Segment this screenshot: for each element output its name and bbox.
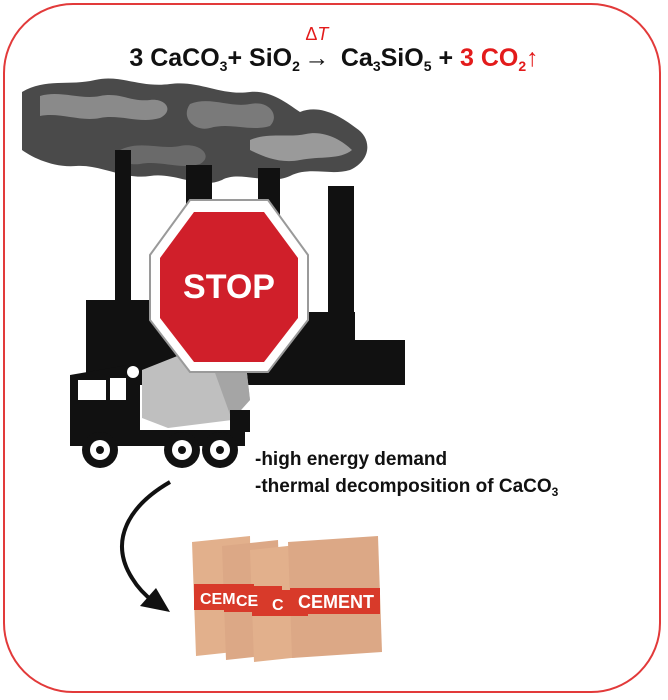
note-decomposition-sub: 3 — [551, 485, 559, 499]
note-decomposition-text: -thermal decomposition of CaCO — [255, 476, 552, 497]
eq-reactant-caco3: CaCO — [150, 44, 220, 72]
heat-t: T — [317, 24, 329, 44]
stop-sign-label: STOP — [183, 268, 275, 306]
note-energy: -high energy demand — [255, 449, 448, 470]
up-arrow-icon: ↑ — [526, 44, 539, 72]
bag-label-4: CEMENT — [298, 592, 374, 612]
eq-product-ca: Ca — [340, 44, 373, 72]
bag-label-2: CE — [236, 593, 259, 610]
eq-product-sio-sub: 5 — [423, 58, 432, 74]
drawbacks-list: -high energy demand -thermal decompositi… — [255, 446, 558, 506]
eq-product-ca-sub: 3 — [372, 58, 381, 74]
bag-label-3: C — [272, 597, 284, 614]
eq-product-co2: 3 CO2↑ — [460, 44, 539, 74]
eq-product-sio: SiO — [380, 44, 424, 72]
eq-plus: + — [227, 44, 243, 72]
eq-reactant-sio2: SiO — [249, 44, 293, 72]
curved-arrow-icon — [120, 480, 171, 612]
reaction-arrow: ΔT→ — [300, 24, 334, 73]
eq-coef: 3 — [129, 44, 144, 72]
eq-product-co2-text: 3 CO — [460, 44, 519, 72]
stop-sign-icon: STOP — [149, 199, 309, 373]
heat-delta: Δ — [305, 24, 318, 44]
heat-label: ΔT — [298, 24, 336, 45]
bag-label-1: CEM — [200, 591, 236, 608]
note-decomposition: -thermal decomposition of CaCO3 — [255, 473, 558, 506]
eq-reactant-caco3-sub: 3 — [219, 58, 228, 74]
reaction-arrow-glyph: → — [304, 44, 330, 72]
cement-bag-icon: CEM CE C CEMENT — [192, 536, 382, 662]
eq-product-co2-sub: 2 — [518, 58, 527, 74]
cement-truck-icon — [70, 345, 250, 468]
rounded-frame — [3, 3, 661, 693]
eq-plus-2: + — [438, 44, 454, 72]
eq-reactant-sio2-sub: 2 — [292, 58, 300, 74]
smoke-icon — [22, 78, 368, 184]
